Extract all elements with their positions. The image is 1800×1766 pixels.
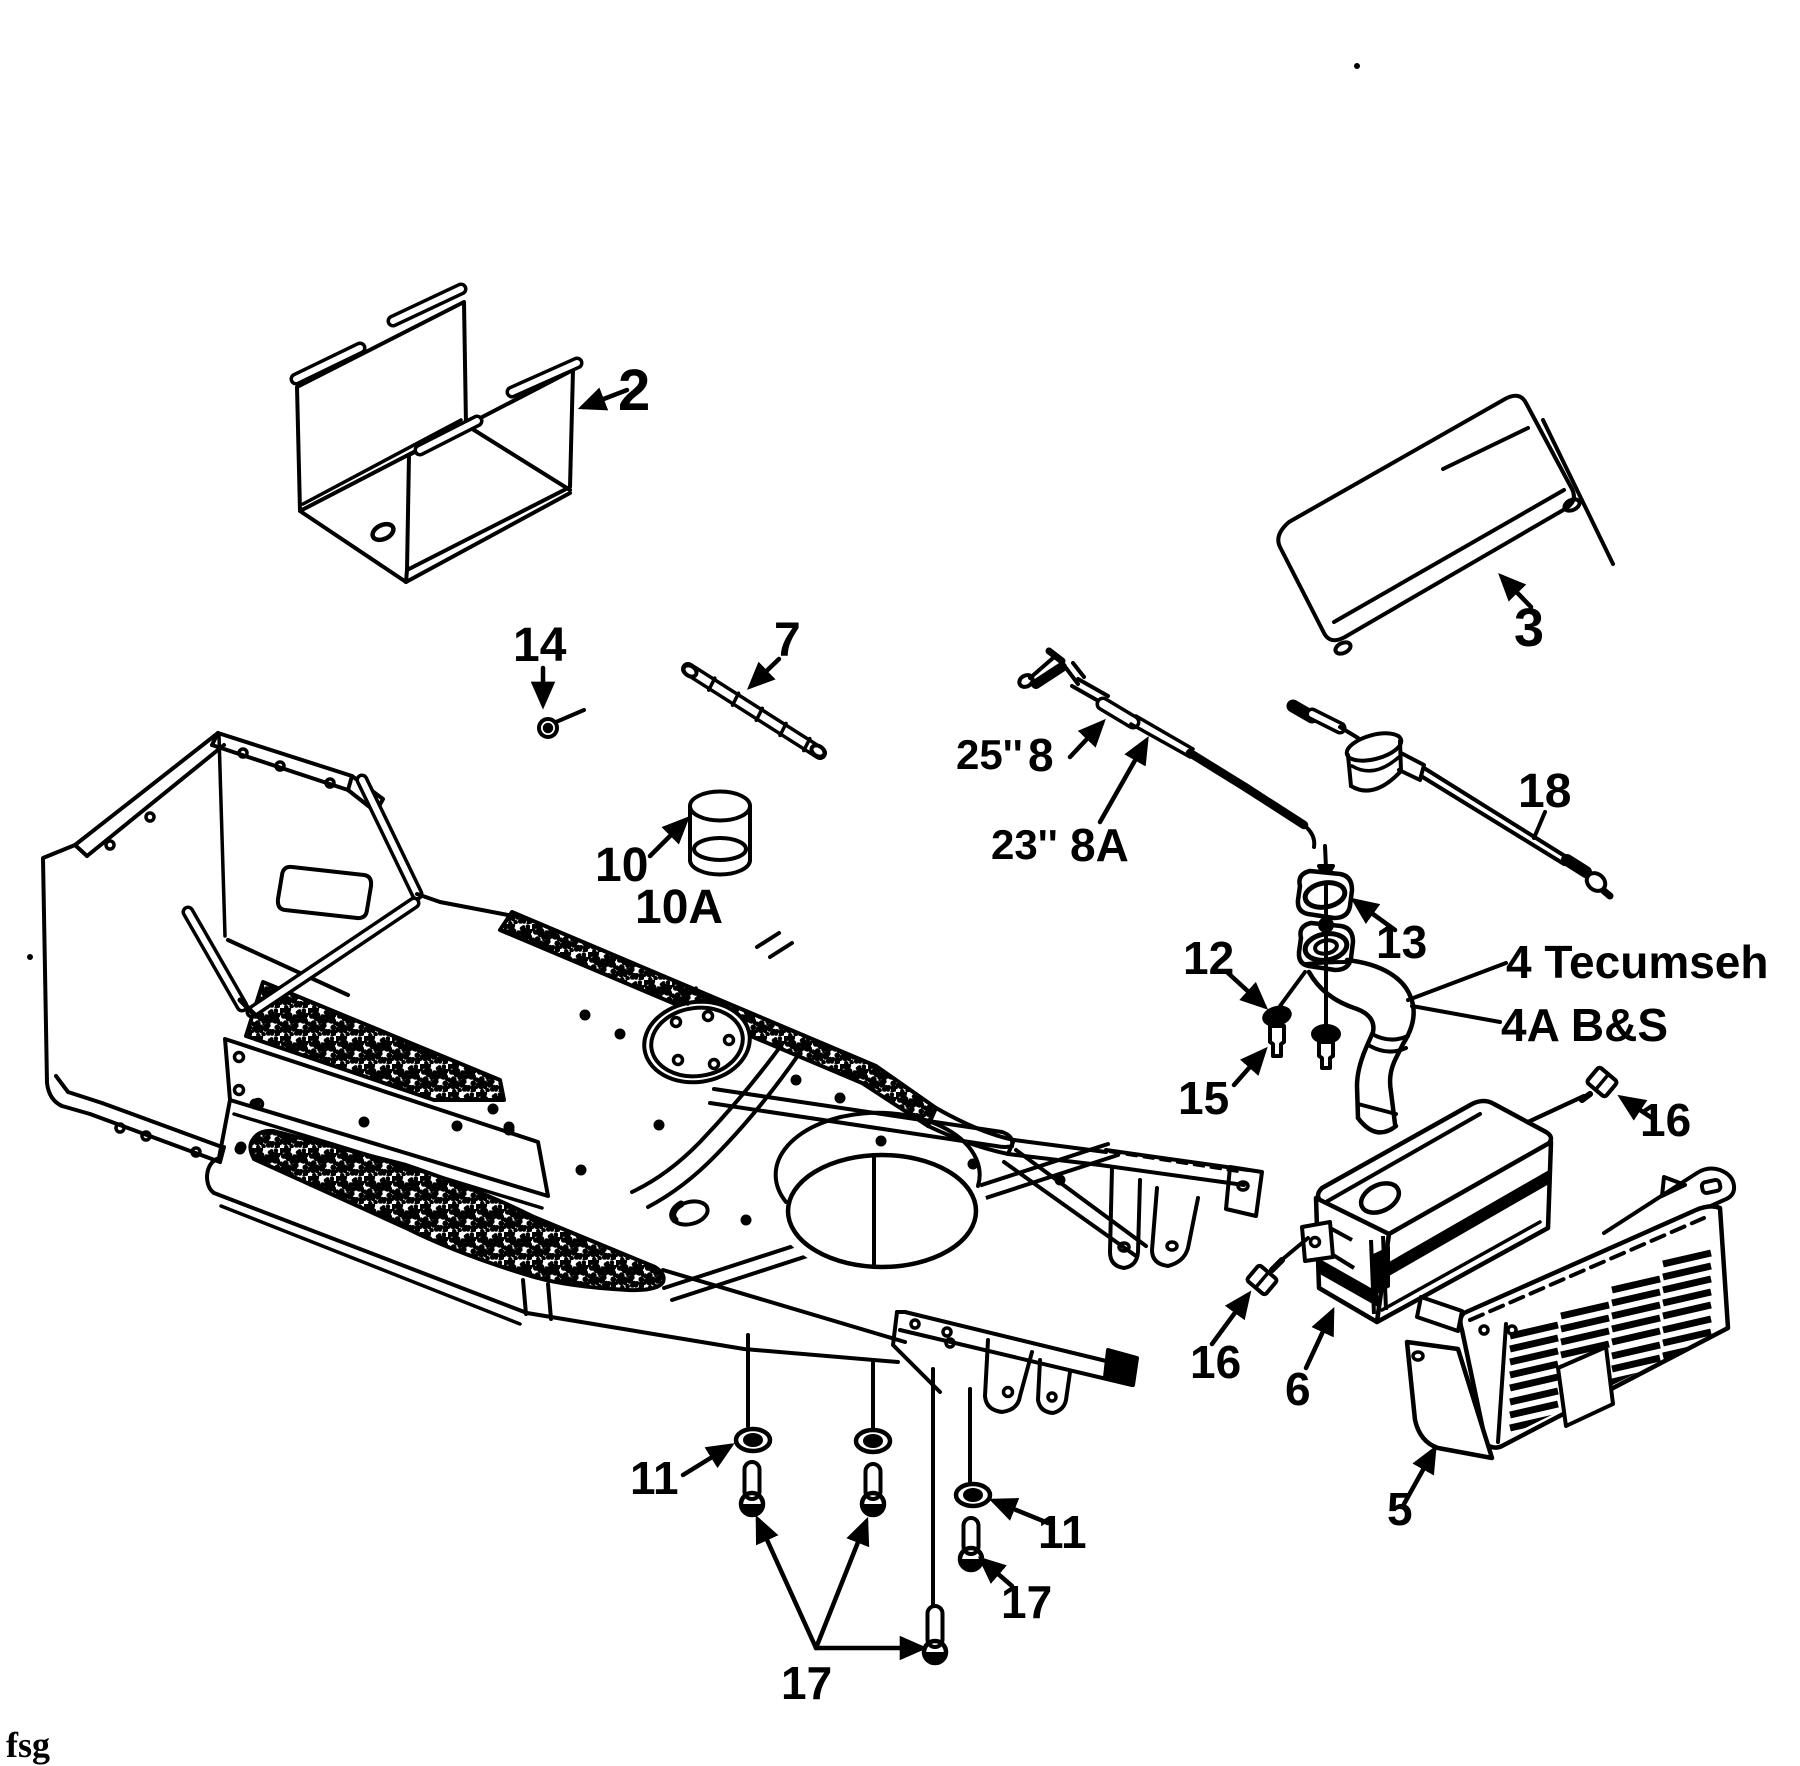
svg-text:3: 3: [1514, 598, 1544, 658]
svg-text:4A B&S: 4A B&S: [1501, 999, 1668, 1051]
svg-text:2: 2: [618, 358, 650, 423]
svg-text:17: 17: [1001, 1576, 1052, 1628]
svg-text:5: 5: [1387, 1483, 1413, 1535]
svg-text:16: 16: [1190, 1336, 1241, 1388]
svg-text:23'': 23'': [991, 821, 1058, 868]
svg-text:fsg: fsg: [6, 1725, 50, 1765]
svg-text:17: 17: [781, 1657, 832, 1709]
svg-text:7: 7: [774, 614, 801, 667]
svg-text:10A: 10A: [635, 881, 723, 934]
svg-text:18: 18: [1518, 765, 1571, 818]
svg-text:13: 13: [1376, 916, 1427, 968]
svg-text:4 Tecumseh: 4 Tecumseh: [1506, 936, 1768, 988]
svg-text:15: 15: [1178, 1072, 1229, 1124]
svg-text:16: 16: [1640, 1094, 1691, 1146]
svg-text:8A: 8A: [1070, 819, 1129, 871]
svg-text:10: 10: [595, 839, 648, 892]
svg-text:6: 6: [1285, 1363, 1311, 1415]
svg-text:8: 8: [1028, 729, 1054, 781]
svg-text:12: 12: [1183, 932, 1234, 984]
svg-text:25'': 25'': [956, 731, 1023, 778]
svg-text:11: 11: [630, 1452, 679, 1504]
svg-text:11: 11: [1038, 1506, 1087, 1558]
svg-text:14: 14: [513, 619, 567, 672]
